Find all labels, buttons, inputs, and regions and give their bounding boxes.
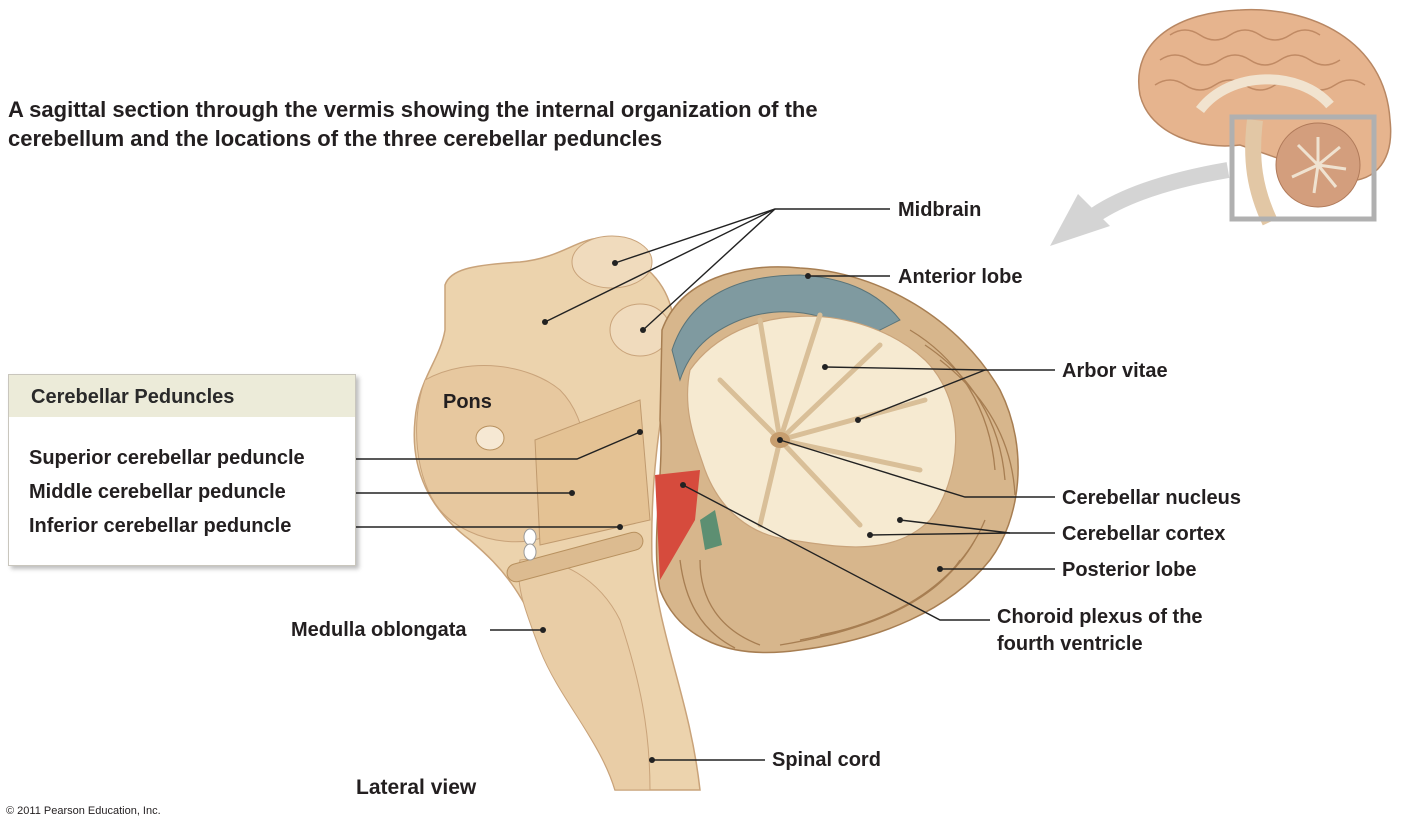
label-middle-peduncle: Middle cerebellar peduncle: [29, 481, 286, 503]
figure-title: A sagittal section through the vermis sh…: [8, 97, 818, 151]
label-midbrain: Midbrain: [898, 199, 982, 221]
cerebellum: [655, 266, 1019, 654]
label-superior-peduncle: Superior cerebellar peduncle: [29, 447, 305, 469]
peduncles-heading: Cerebellar Peduncles: [9, 375, 355, 417]
inset-brain: [1138, 8, 1392, 226]
label-anterior-lobe: Anterior lobe: [898, 266, 1023, 288]
leader-lines: [345, 208, 1055, 761]
label-cerebellar-cortex: Cerebellar cortex: [1062, 523, 1226, 545]
leader-dots: [540, 260, 943, 763]
label-posterior-lobe: Posterior lobe: [1062, 559, 1197, 581]
label-spinal-cord: Spinal cord: [772, 749, 881, 771]
label-choroid-plexus: Choroid plexus of the fourth ventricle: [997, 606, 1203, 655]
brainstem: [413, 235, 701, 791]
view-label: Lateral view: [356, 776, 477, 799]
label-inferior-peduncle: Inferior cerebellar peduncle: [29, 515, 292, 537]
peduncles-legend-box: Cerebellar Peduncles Superior cerebellar…: [8, 374, 356, 566]
copyright-notice: © 2011 Pearson Education, Inc.: [6, 805, 161, 817]
label-cerebellar-nucleus: Cerebellar nucleus: [1062, 487, 1241, 509]
label-pons: Pons: [443, 391, 492, 413]
label-arbor-vitae: Arbor vitae: [1062, 360, 1168, 382]
label-medulla-oblongata: Medulla oblongata: [291, 619, 467, 641]
pointer-arrow: [1050, 162, 1230, 246]
